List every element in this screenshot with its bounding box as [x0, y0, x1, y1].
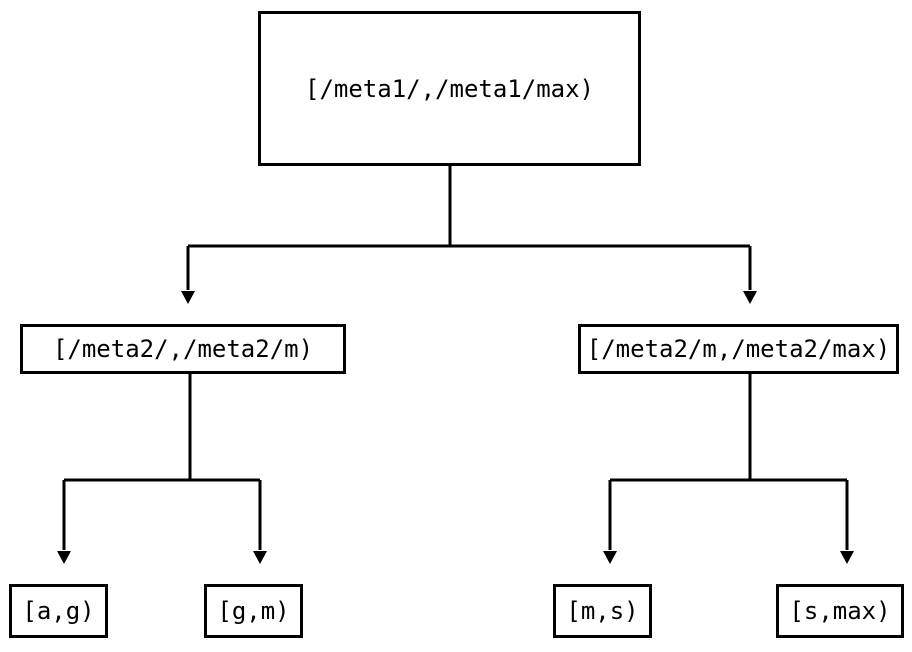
- node-leaf-a-g[interactable]: [a,g): [9, 584, 108, 638]
- node-root[interactable]: [/meta1/,/meta1/max): [258, 11, 641, 166]
- arrowhead-to-leaf-gm: [253, 551, 267, 564]
- node-leaf-s-max[interactable]: [s,max): [776, 584, 904, 638]
- arrowhead-to-leaf-smax: [840, 551, 854, 564]
- node-meta2-upper[interactable]: [/meta2/m,/meta2/max): [578, 324, 899, 374]
- arrowhead-to-l2-left: [181, 291, 195, 304]
- node-meta2-lower[interactable]: [/meta2/,/meta2/m): [20, 324, 346, 374]
- node-leaf-m-s[interactable]: [m,s): [553, 584, 652, 638]
- arrowhead-to-leaf-ag: [57, 551, 71, 564]
- arrowhead-to-leaf-ms: [603, 551, 617, 564]
- node-leaf-g-m[interactable]: [g,m): [204, 584, 303, 638]
- arrowhead-to-l2-right: [743, 291, 757, 304]
